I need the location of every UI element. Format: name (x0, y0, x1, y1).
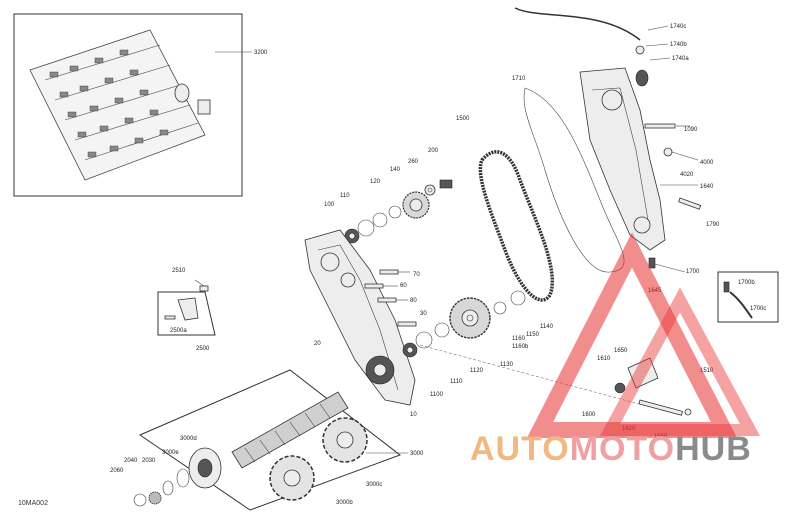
label-1140: 1140 (540, 324, 554, 330)
tensioner-arm-group (614, 357, 692, 416)
label-1510: 1510 (700, 368, 714, 374)
label-2040: 2040 (124, 458, 138, 464)
label-1740c: 1740c (670, 24, 686, 30)
chaincase-gasket (523, 87, 625, 273)
label-1160b: 1160b (512, 344, 529, 350)
label-2060: 2060 (110, 468, 124, 474)
label-2510: 2510 (172, 268, 186, 274)
label-3000: 3000 (410, 451, 424, 457)
label-1700: 1700 (686, 269, 700, 275)
label-1150: 1150 (526, 332, 540, 338)
upper-sprocket (402, 191, 430, 219)
label-30: 30 (420, 311, 427, 317)
label-200: 200 (428, 148, 439, 154)
watermark-part-hub: HUB (675, 430, 752, 468)
label-1160: 1160 (512, 336, 526, 342)
label-1100: 1100 (430, 392, 444, 398)
label-80: 80 (410, 298, 417, 304)
label-120: 120 (370, 179, 381, 185)
label-1110: 1110 (450, 379, 463, 385)
drive-shaft-inset (138, 369, 402, 511)
drive-shaft (231, 391, 349, 469)
diagram-code: 10MA002 (18, 500, 48, 507)
lower-sprocket-group (402, 290, 526, 358)
label-20: 20 (314, 341, 321, 347)
label-1130: 1130 (500, 362, 514, 368)
label-3000c: 3000c (366, 482, 382, 488)
label-140: 140 (390, 167, 401, 173)
bracket-inset (157, 291, 216, 336)
drive-chain (478, 150, 555, 302)
label-1120: 1120 (470, 368, 484, 374)
label-3000b: 3000b (336, 500, 353, 506)
label-1610: 1610 (597, 356, 611, 362)
label-2500: 2500 (196, 346, 210, 352)
watermark-part-auto: AUTO (470, 430, 570, 468)
drive-sprocket-right (322, 417, 368, 463)
label-1500: 1500 (456, 116, 470, 122)
label-1700c: 1700c (750, 306, 766, 312)
watermark-logo-text: AUTOMOTOHUB (470, 430, 800, 470)
watermark-logo-triangles (526, 232, 761, 438)
label-3200: 3200 (254, 50, 268, 56)
watermark-part-moto: MOTO (569, 430, 676, 468)
label-1790: 1790 (706, 222, 720, 228)
label-260: 260 (408, 159, 419, 165)
label-1740b: 1740b (670, 42, 687, 48)
label-1710: 1710 (512, 76, 526, 82)
label-3000d: 3000d (180, 436, 197, 442)
label-4000: 4000 (700, 160, 714, 166)
label-1640: 1640 (700, 184, 714, 190)
label-1600: 1600 (582, 412, 596, 418)
label-60: 60 (400, 283, 407, 289)
label-4020: 4020 (680, 172, 694, 178)
label-1740a: 1740a (672, 56, 689, 62)
drive-sprocket-left (269, 455, 315, 501)
label-110: 110 (340, 193, 350, 199)
tensioner-inset (717, 271, 779, 323)
chaincase-housing (304, 229, 416, 406)
lower-sprocket (449, 297, 491, 339)
label-2500a: 2500a (170, 328, 187, 334)
small-sprocket-2030 (148, 491, 162, 505)
label-10: 10 (410, 412, 417, 418)
bearing-housing (188, 447, 222, 489)
label-3000e: 3000e (162, 450, 179, 456)
clip-detail-icon (174, 83, 211, 115)
label-2030: 2030 (142, 458, 156, 464)
speedometer-cable (514, 7, 649, 87)
chaincase-cover (579, 67, 666, 251)
label-1650: 1650 (614, 348, 628, 354)
track-clips-panel (29, 29, 206, 181)
label-100: 100 (324, 202, 335, 208)
track-clips-inset: 3200 (13, 13, 268, 197)
label-1090: 1090 (684, 127, 698, 133)
label-70: 70 (413, 272, 420, 278)
label-1700b: 1700b (738, 280, 755, 286)
upper-sprocket-group (344, 179, 453, 244)
